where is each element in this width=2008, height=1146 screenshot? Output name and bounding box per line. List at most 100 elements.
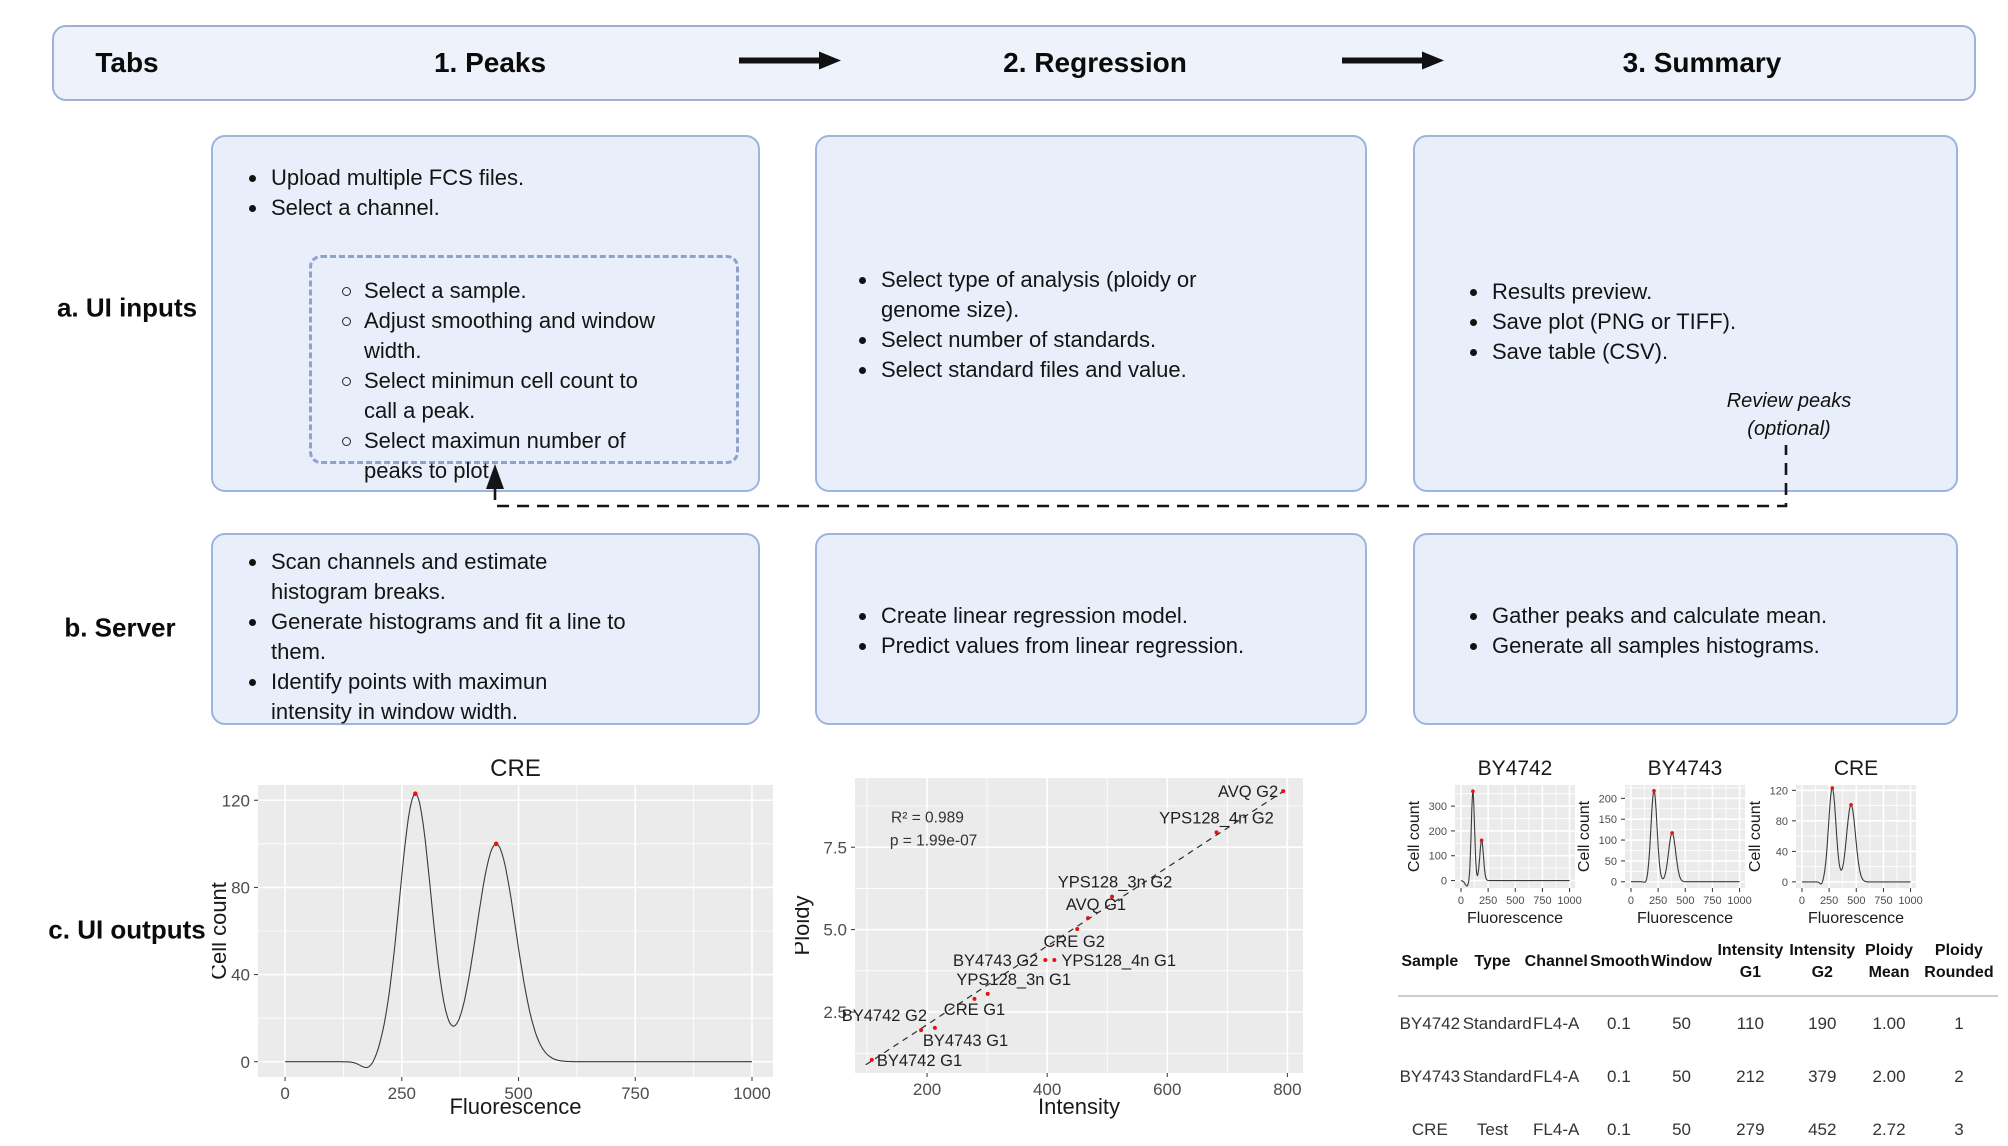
svg-text:0: 0 xyxy=(1458,895,1464,907)
bullet-icon xyxy=(1468,337,1492,367)
bullet-text: Identify points with maximun intensity i… xyxy=(271,669,548,724)
bullet-icon xyxy=(857,631,881,661)
bullet-icon xyxy=(857,355,881,385)
row-label-server: b. Server xyxy=(64,612,176,643)
svg-text:120: 120 xyxy=(222,791,250,810)
tab-summary: 3. Summary xyxy=(1622,47,1782,78)
bullet-text: Save table (CSV). xyxy=(1492,339,1669,364)
tabs-bar-label: Tabs xyxy=(95,47,159,78)
tab-regression: 2. Regression xyxy=(1003,47,1187,78)
table-header-cell: Intensity G1 xyxy=(1714,940,1787,998)
svg-text:YPS128_3n G1: YPS128_3n G1 xyxy=(956,971,1071,989)
review-peaks-note: Review peaks (optional) xyxy=(1726,390,1852,440)
list-item: Select standard files and value. xyxy=(857,355,1327,385)
list-item: Select type of analysis (ploidy or genom… xyxy=(857,265,1327,325)
list-item: Select a channel. xyxy=(247,193,737,223)
svg-text:Fluorescence: Fluorescence xyxy=(1637,910,1733,927)
bullet-text: Upload multiple FCS files. xyxy=(271,165,525,190)
svg-text:800: 800 xyxy=(1273,1080,1301,1099)
svg-text:BY4743 G1: BY4743 G1 xyxy=(923,1032,1008,1050)
table-cell: 279 xyxy=(1736,1120,1765,1140)
bullet-text: Predict values from linear regression. xyxy=(881,633,1245,658)
circle-bullet-icon xyxy=(340,276,364,306)
svg-text:1000: 1000 xyxy=(1557,895,1581,907)
table-header-cell: Ploidy Rounded xyxy=(1919,940,1998,998)
svg-text:250: 250 xyxy=(1820,895,1838,907)
svg-text:250: 250 xyxy=(1649,895,1667,907)
svg-text:Cell count: Cell count xyxy=(212,882,231,980)
server-summary-box: Gather peaks and calculate mean. Generat… xyxy=(1413,533,1958,725)
table-header-cell: Smooth xyxy=(1589,940,1650,998)
svg-text:750: 750 xyxy=(1533,895,1551,907)
svg-text:250: 250 xyxy=(388,1084,416,1103)
row-label-ui-outputs: c. UI outputs xyxy=(48,914,206,945)
table-header-cell: Intensity G2 xyxy=(1786,940,1859,998)
bullet-text: Results preview. xyxy=(1492,279,1653,304)
bullet-icon xyxy=(857,265,881,325)
svg-text:500: 500 xyxy=(1847,895,1865,907)
svg-text:AVQ G1: AVQ G1 xyxy=(1066,896,1126,914)
table-cell: Test xyxy=(1476,1120,1509,1140)
svg-text:Cell count: Cell count xyxy=(1748,800,1764,872)
svg-text:CRE G1: CRE G1 xyxy=(944,1001,1005,1019)
list-item: Predict values from linear regression. xyxy=(857,631,1357,661)
svg-text:0: 0 xyxy=(280,1084,289,1103)
list-item: Results preview. xyxy=(1468,277,1918,307)
server-regression-box: Create linear regression model. Predict … xyxy=(815,533,1367,725)
svg-text:BY4743 G2: BY4743 G2 xyxy=(953,952,1038,970)
svg-text:YPS128_4n G1: YPS128_4n G1 xyxy=(1061,952,1176,970)
svg-text:0: 0 xyxy=(241,1053,250,1072)
list-item: Scan channels and estimate histogram bre… xyxy=(247,547,737,607)
svg-text:1000: 1000 xyxy=(1898,895,1922,907)
list-item: Identify points with maximun intensity i… xyxy=(247,667,737,727)
list-item: Select a sample. xyxy=(340,276,715,306)
inputs-regression-box: Select type of analysis (ploidy or genom… xyxy=(815,135,1367,492)
list-item: Generate histograms and fit a line to th… xyxy=(247,607,737,667)
bullet-text: Select type of analysis (ploidy or genom… xyxy=(881,267,1197,322)
bullet-icon xyxy=(247,547,271,607)
svg-text:0: 0 xyxy=(1782,877,1788,889)
list-item: Select minimun cell count to call a peak… xyxy=(340,366,715,426)
svg-text:0: 0 xyxy=(1799,895,1805,907)
bullet-icon xyxy=(247,667,271,727)
bullet-icon xyxy=(247,607,271,667)
bullet-text: Generate histograms and fit a line to th… xyxy=(271,609,626,664)
list-item: Adjust smoothing and window width. xyxy=(340,306,715,366)
svg-text:400: 400 xyxy=(1033,1080,1061,1099)
table-cell: 379 xyxy=(1808,1067,1837,1087)
list-item: Select number of standards. xyxy=(857,325,1327,355)
svg-text:BY4742 G1: BY4742 G1 xyxy=(877,1052,962,1070)
inputs-peaks-box: Upload multiple FCS files. Select a chan… xyxy=(211,135,760,492)
table-cell: 2.72 xyxy=(1872,1120,1906,1140)
bullet-text: Generate all samples histograms. xyxy=(1492,633,1820,658)
svg-text:YPS128_4n G2: YPS128_4n G2 xyxy=(1159,809,1274,827)
svg-text:100: 100 xyxy=(1429,851,1447,863)
bullet-text: Select a sample. xyxy=(364,278,527,303)
table-cell: Standard xyxy=(1462,1067,1532,1087)
svg-text:40: 40 xyxy=(1776,846,1788,858)
table-cell: 50 xyxy=(1672,1067,1691,1087)
bullet-icon xyxy=(1468,601,1492,631)
bullet-text: Adjust smoothing and window width. xyxy=(364,308,656,363)
table-cell: FL4-A xyxy=(1533,1014,1580,1034)
svg-text:150: 150 xyxy=(1599,814,1617,826)
table-cell: FL4-A xyxy=(1533,1067,1580,1087)
bullet-text: Select maximun number of peaks to plot. xyxy=(364,428,626,483)
svg-text:1000: 1000 xyxy=(733,1084,771,1103)
svg-text:BY4742 G2: BY4742 G2 xyxy=(842,1007,927,1025)
svg-text:80: 80 xyxy=(1776,816,1788,828)
peak-settings-dashed-box: Select a sample. Adjust smoothing and wi… xyxy=(309,255,739,483)
list-item: Save table (CSV). xyxy=(1468,337,1918,367)
svg-text:Fluorescence: Fluorescence xyxy=(449,1094,581,1119)
list-item: Create linear regression model. xyxy=(857,601,1357,631)
tabs-bar: Tabs 1. Peaks 2. Regression 3. Summary xyxy=(52,25,1976,101)
bullet-icon xyxy=(857,325,881,355)
svg-text:40: 40 xyxy=(231,966,250,985)
circle-bullet-icon xyxy=(340,306,364,366)
